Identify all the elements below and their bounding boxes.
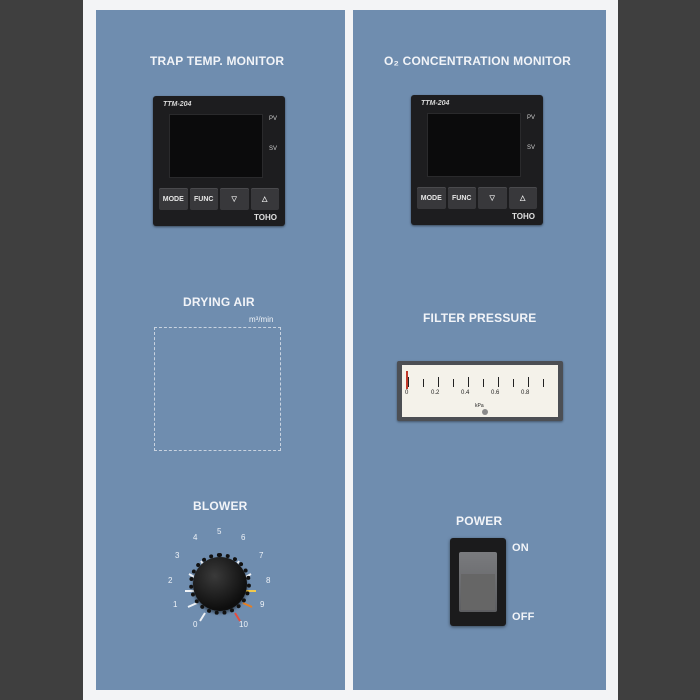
gauge-needle [406,371,408,389]
left-background-bar [0,0,83,700]
blower-knob[interactable] [189,553,251,615]
filter-pressure-title: FILTER PRESSURE [423,311,537,325]
gauge-number-0-4: 0.4 [461,390,470,396]
gauge-unit: kPa [475,403,484,409]
gauge-number-0-2: 0.2 [431,390,440,396]
tick-9 [242,602,253,608]
dial-number-0: 0 [193,620,198,629]
gauge-number-0-6: 0.6 [491,390,500,396]
dial-number-9: 9 [260,600,265,609]
right-background-bar [618,0,700,700]
gauge-tick [438,377,439,387]
up-button[interactable]: △ [508,187,537,209]
trap-temp-title: TRAP TEMP. MONITOR [150,54,285,68]
gauge-number-0: 0 [405,390,409,396]
controller-buttons: MODE FUNC ▽ △ [159,188,279,210]
func-button[interactable]: FUNC [447,187,476,209]
tick-10 [234,612,241,622]
tick-0 [199,612,206,622]
drying-air-unit: m³/min [249,315,274,324]
gauge-tick [528,377,529,387]
gauge-tick [513,379,514,387]
gauge-tick [408,377,409,387]
dial-number-4: 4 [193,533,198,542]
gauge-tick [423,379,424,387]
controller-buttons: MODE FUNC ▽ △ [417,187,537,209]
power-title: POWER [456,514,503,528]
trap-temp-controller: TTM-204 PV SV MODE FUNC ▽ △ TOHO [153,96,285,226]
controller-brand: TOHO [254,213,277,222]
gauge-tick [498,377,499,387]
gauge-zero-screw[interactable] [482,409,488,415]
gauge-number-0-8: 0.8 [521,390,530,396]
up-button[interactable]: △ [250,188,279,210]
o2-controller: TTM-204 PV SV MODE FUNC ▽ △ TOHO [411,95,543,225]
drying-air-title: DRYING AIR [183,295,255,309]
dial-number-6: 6 [241,533,246,542]
controller-model: TTM-204 [421,100,450,107]
dial-number-3: 3 [175,551,180,560]
dial-number-7: 7 [259,551,264,560]
power-rocker[interactable] [459,552,497,612]
gauge-face: 0 0.2 0.4 0.6 0.8 kPa [402,365,558,417]
controller-display [427,113,521,177]
down-button[interactable]: ▽ [220,188,249,210]
drying-air-placeholder [154,327,281,451]
gauge-tick [468,377,469,387]
gauge-tick [483,379,484,387]
sv-label: SV [526,145,535,151]
mode-button[interactable]: MODE [417,187,446,209]
sv-label: SV [268,146,277,152]
dial-number-1: 1 [173,600,178,609]
blower-title: BLOWER [193,499,248,513]
power-off-label: OFF [512,611,535,623]
gauge-tick [543,379,544,387]
dial-number-8: 8 [266,576,271,585]
dial-number-5: 5 [217,527,222,536]
power-on-label: ON [512,542,529,554]
down-button[interactable]: ▽ [478,187,507,209]
controller-display [169,114,263,178]
controller-model: TTM-204 [163,101,192,108]
controller-brand: TOHO [512,212,535,221]
dial-number-10: 10 [239,620,248,629]
o2-monitor-title: O₂ CONCENTRATION MONITOR [384,54,572,68]
pv-label: PV [526,115,535,121]
power-switch[interactable] [450,538,506,626]
mode-button[interactable]: MODE [159,188,188,210]
pv-label: PV [268,116,277,122]
func-button[interactable]: FUNC [189,188,218,210]
filter-pressure-gauge: 0 0.2 0.4 0.6 0.8 kPa [397,361,563,421]
dial-number-2: 2 [168,576,173,585]
gauge-tick [453,379,454,387]
